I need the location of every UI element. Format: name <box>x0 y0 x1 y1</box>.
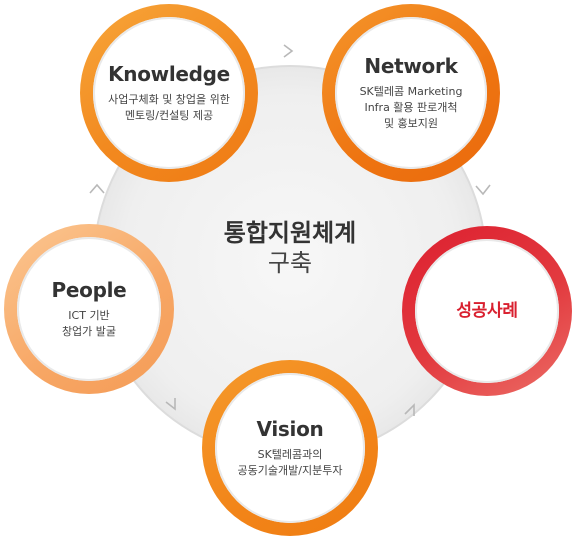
node-network-desc: SK텔레콤 Marketing Infra 활용 판로개척 및 홍보지원 <box>360 84 463 132</box>
arrow-vision-people <box>165 398 176 411</box>
node-knowledge-inner: Knowledge 사업구체화 및 창업을 위한 멘토링/컨설팅 제공 <box>93 17 245 169</box>
node-network-inner: Network SK텔레콤 Marketing Infra 활용 판로개척 및 … <box>335 17 487 169</box>
node-network-desc-line: SK텔레콤 Marketing <box>359 85 463 98</box>
node-knowledge: Knowledge 사업구체화 및 창업을 위한 멘토링/컨설팅 제공 <box>80 4 258 182</box>
node-success-title: 성공사례 <box>456 301 518 321</box>
node-success-inner: 성공사례 <box>415 239 559 383</box>
arrow-knowledge-network <box>283 44 294 58</box>
node-vision-inner: Vision SK텔레콤과의 공동기술개발/지분투자 <box>215 373 365 523</box>
node-network-title: Network <box>364 54 458 78</box>
node-knowledge-desc-line: 멘토링/컨설팅 제공 <box>124 109 214 122</box>
node-network-desc-line: 및 홍보지원 <box>383 117 439 130</box>
center-title: 통합지원체계 <box>223 219 357 247</box>
node-vision-title: Vision <box>256 417 324 441</box>
arrow-people-knowledge <box>89 183 105 194</box>
node-vision-desc: SK텔레콤과의 공동기술개발/지분투자 <box>238 447 343 479</box>
node-people-title: People <box>51 278 127 302</box>
center-subtitle: 구축 <box>267 249 313 277</box>
node-network: Network SK텔레콤 Marketing Infra 활용 판로개척 및 … <box>322 4 500 182</box>
node-knowledge-title: Knowledge <box>108 62 230 86</box>
center-label: 통합지원체계 구축 <box>190 218 390 278</box>
node-vision-desc-line: 공동기술개발/지분투자 <box>237 464 343 477</box>
node-success-cases: 성공사례 <box>402 226 572 396</box>
cycle-arrows <box>89 44 491 416</box>
node-people-desc-line: 창업가 발굴 <box>61 325 117 338</box>
node-people: People ICT 기반 창업가 발굴 <box>4 224 174 394</box>
node-people-inner: People ICT 기반 창업가 발굴 <box>17 237 161 381</box>
node-people-desc-line: ICT 기반 <box>68 309 110 322</box>
arrow-network-success <box>475 184 491 196</box>
arrow-success-vision <box>404 403 415 416</box>
node-vision-desc-line: SK텔레콤과의 <box>257 448 323 461</box>
node-knowledge-desc: 사업구체화 및 창업을 위한 멘토링/컨설팅 제공 <box>108 92 230 124</box>
node-network-desc-line: Infra 활용 판로개척 <box>364 101 458 114</box>
node-vision: Vision SK텔레콤과의 공동기술개발/지분투자 <box>202 360 378 536</box>
node-knowledge-desc-line: 사업구체화 및 창업을 위한 <box>108 93 230 106</box>
node-people-desc: ICT 기반 창업가 발굴 <box>62 308 116 340</box>
